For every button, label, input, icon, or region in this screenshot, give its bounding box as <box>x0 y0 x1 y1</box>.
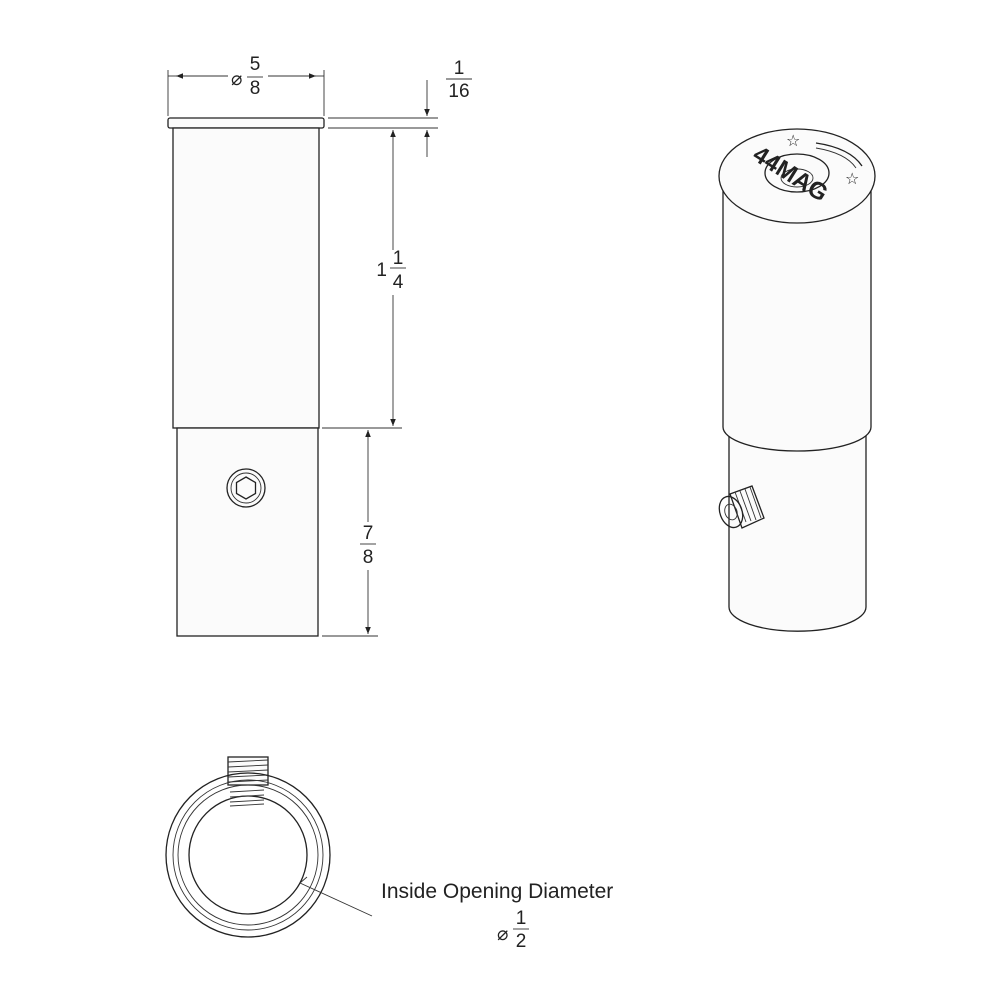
top-view-outer-ring <box>165 772 331 938</box>
callout-leader <box>299 882 373 917</box>
dim-upper-length-whole: 1 <box>376 260 387 281</box>
dim-lip-thickness-num: 1 <box>454 58 465 79</box>
top-view-inner-opening <box>188 795 308 915</box>
dim-upper-length: 1 1 4 <box>322 130 406 429</box>
dim-top-diameter-den: 8 <box>250 78 261 99</box>
top-view-screw-tip <box>229 789 265 807</box>
iso-upper-body <box>722 169 872 452</box>
iso-top-cap <box>718 128 876 224</box>
top-view: Inside Opening Diameter ⌀ 1 2 <box>165 756 613 952</box>
dim-lip-thickness-den: 16 <box>448 81 469 102</box>
dim-lip-thickness: 1 16 <box>328 58 472 157</box>
dim-upper-length-num: 1 <box>393 248 404 269</box>
iso-star-right-icon: ☆ <box>845 169 859 188</box>
callout-label: Inside Opening Diameter <box>381 880 613 903</box>
callout-symbol: ⌀ <box>497 924 508 945</box>
set-screw-iso <box>718 485 765 529</box>
dim-top-diameter-symbol: ⌀ <box>231 69 242 90</box>
dim-lower-length-den: 8 <box>363 547 374 568</box>
iso-star-left-icon: ☆ <box>786 131 800 150</box>
front-view: ⌀ 5 8 1 16 1 1 4 <box>167 54 472 637</box>
top-lip <box>167 117 325 129</box>
set-screw-front <box>226 468 266 508</box>
callout-num: 1 <box>516 908 527 929</box>
dim-top-diameter-num: 5 <box>250 54 261 75</box>
upper-body <box>172 127 320 429</box>
iso-lower-body <box>728 429 867 632</box>
dim-lower-length: 7 8 <box>322 430 378 637</box>
isometric-view: ☆ ☆ 44MAG <box>718 128 876 632</box>
callout-den: 2 <box>516 931 527 952</box>
dim-upper-length-den: 4 <box>393 272 404 293</box>
top-view-thread <box>227 756 269 786</box>
dim-lower-length-num: 7 <box>363 523 374 544</box>
dim-top-diameter: ⌀ 5 8 <box>167 54 325 116</box>
lower-body <box>176 427 319 637</box>
